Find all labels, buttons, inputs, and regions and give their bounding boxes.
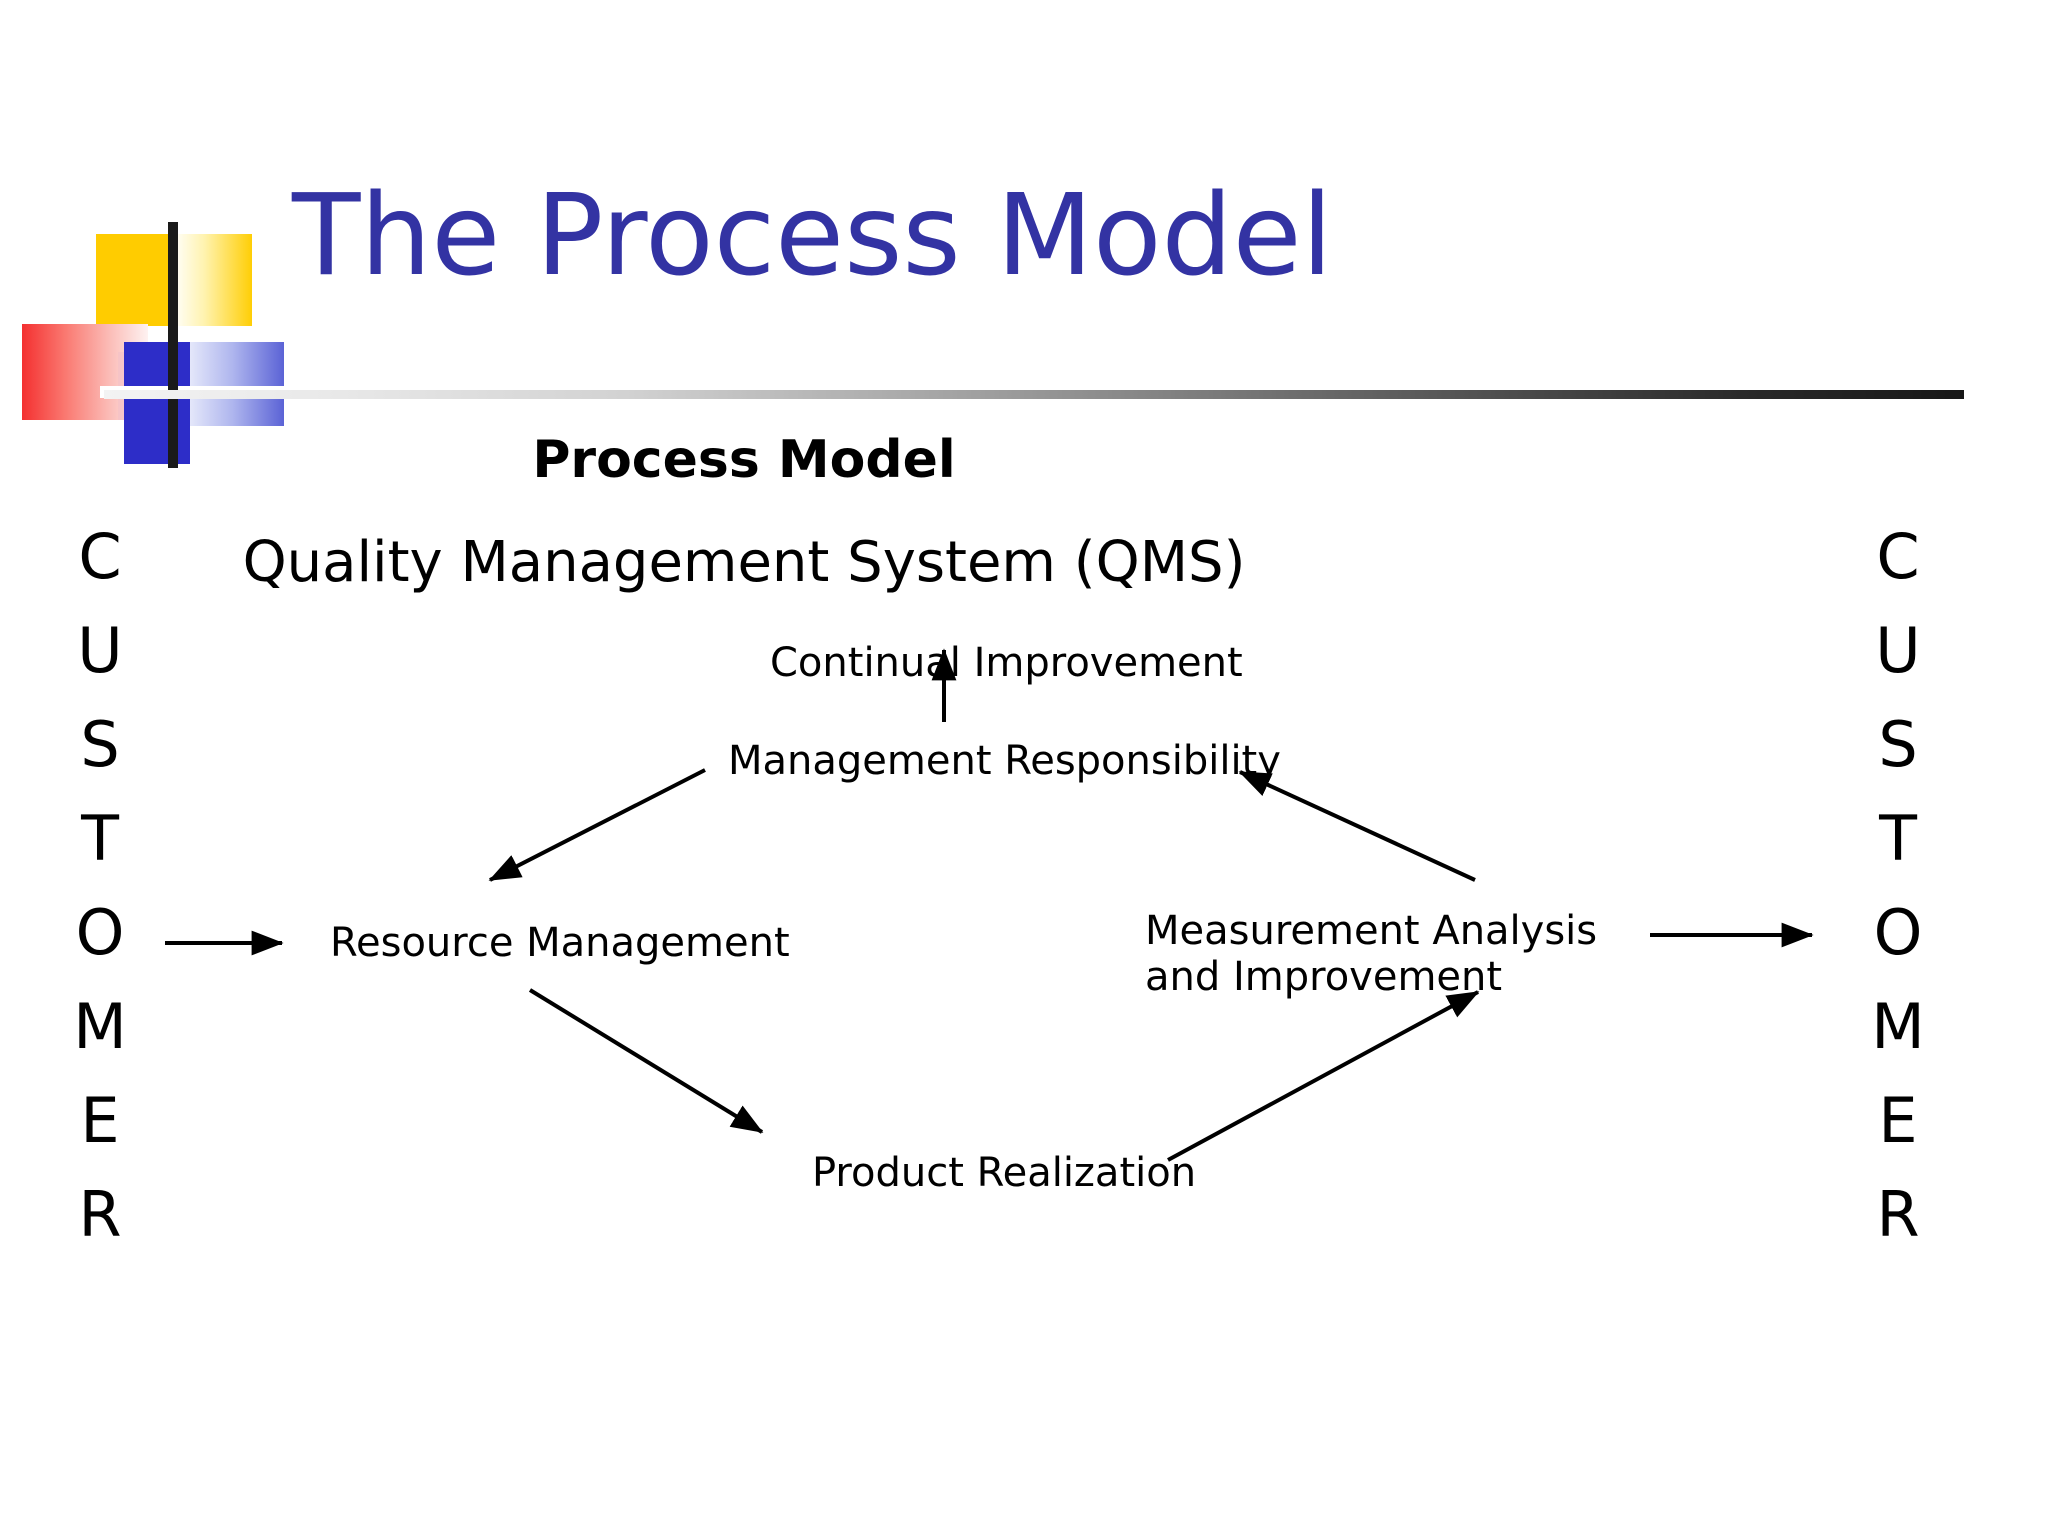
diagram-heading: Process Model bbox=[532, 430, 956, 490]
node-management-responsibility: Management Responsibility bbox=[728, 738, 1281, 784]
customer-right-letter-7: R bbox=[1876, 1178, 1920, 1251]
customer-right-letter-6: E bbox=[1878, 1084, 1918, 1157]
node-resource-management: Resource Management bbox=[330, 920, 790, 966]
customer-left-letter-3: T bbox=[81, 802, 119, 875]
customer-right-letter-3: T bbox=[1879, 802, 1917, 875]
customer-column-right: C U S T O M E R bbox=[1838, 510, 1958, 1262]
customer-right-letter-1: U bbox=[1875, 614, 1921, 687]
customer-left-letter-0: C bbox=[78, 520, 122, 593]
page-title: The Process Model bbox=[292, 171, 1333, 301]
arrow-measurement-to-management bbox=[1238, 770, 1476, 882]
customer-right-letter-2: S bbox=[1878, 708, 1918, 781]
customer-column-left: C U S T O M E R bbox=[40, 510, 160, 1262]
logo-blue-gradient-block bbox=[190, 342, 284, 426]
logo-yellow-solid-block bbox=[96, 234, 172, 326]
arrow-management-to-resource bbox=[488, 768, 706, 882]
title-divider-rule bbox=[104, 390, 1964, 399]
logo-blue-solid-block bbox=[124, 342, 190, 464]
customer-left-letter-1: U bbox=[77, 614, 123, 687]
node-measurement-analysis-and-improvement: Measurement Analysis and Improvement bbox=[1145, 908, 1598, 1000]
customer-left-letter-4: O bbox=[75, 896, 125, 969]
logo-vertical-black-bar bbox=[168, 222, 178, 468]
customer-left-letter-6: E bbox=[80, 1084, 120, 1157]
customer-left-letter-2: S bbox=[80, 708, 120, 781]
logo-yellow-gradient-block bbox=[172, 234, 252, 326]
customer-left-letter-7: R bbox=[78, 1178, 122, 1251]
customer-left-letter-5: M bbox=[73, 990, 127, 1063]
node-product-realization: Product Realization bbox=[812, 1150, 1197, 1196]
customer-right-letter-5: M bbox=[1871, 990, 1925, 1063]
customer-right-letter-0: C bbox=[1876, 520, 1920, 593]
node-continual-improvement: Continual Improvement bbox=[770, 640, 1243, 686]
arrow-product-to-measurement bbox=[1167, 990, 1480, 1162]
arrow-resource-to-product bbox=[528, 988, 764, 1134]
customer-right-letter-4: O bbox=[1873, 896, 1923, 969]
diagram-subheading: Quality Management System (QMS) bbox=[242, 530, 1246, 595]
